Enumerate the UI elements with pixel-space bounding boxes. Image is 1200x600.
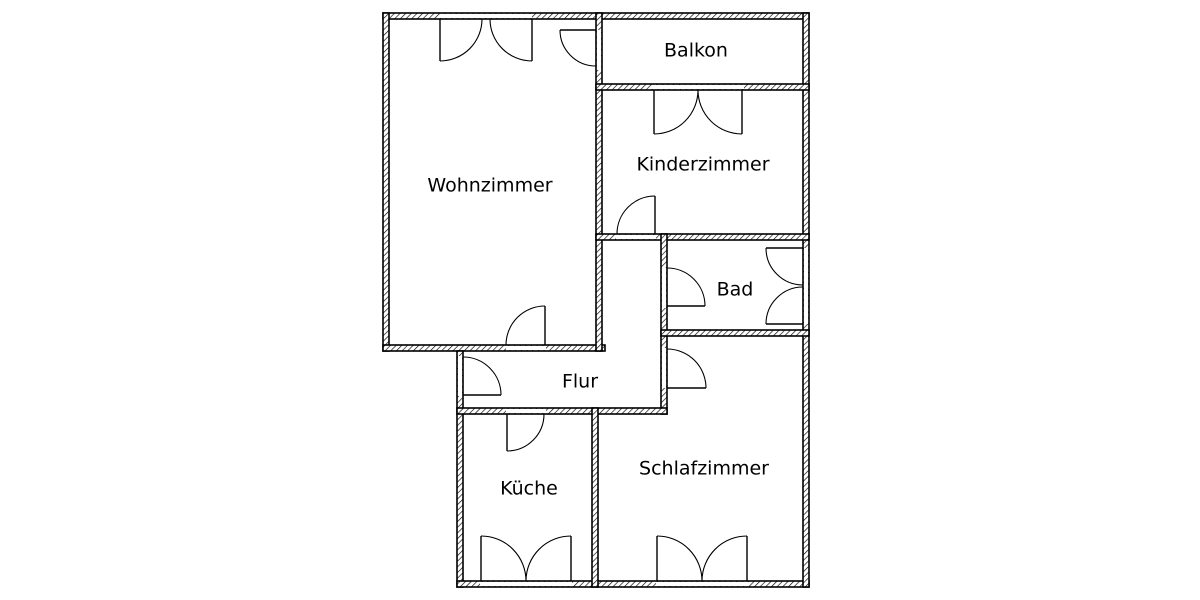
- wall-kueche-east: [591, 407, 599, 588]
- label-bad: Bad: [717, 279, 754, 301]
- door-wohnzimmer: [505, 305, 546, 346]
- room-labels: Balkon Wohnzimmer Kinderzimmer Bad Flur …: [427, 40, 769, 500]
- wall-bad-south: [660, 329, 810, 337]
- door-entrance: [462, 356, 502, 396]
- label-kinderzimmer: Kinderzimmer: [636, 154, 769, 176]
- wall-wohnzimmer-east: [595, 12, 603, 352]
- wall-kinderzimmer-south: [595, 233, 810, 241]
- wall-bottom-wohnzimmer: [382, 344, 606, 352]
- label-wohnzimmer: Wohnzimmer: [427, 175, 552, 197]
- doors: [439, 18, 804, 582]
- door-kueche-south: [480, 535, 572, 582]
- door-kinderzimmer-north: [653, 89, 743, 135]
- door-kinderzimmer: [616, 195, 656, 235]
- door-bad: [666, 267, 706, 307]
- wall-flur-south: [456, 407, 668, 415]
- label-schlafzimmer: Schlafzimmer: [639, 458, 769, 480]
- label-kueche: Küche: [500, 478, 558, 500]
- wall-openings: [440, 14, 808, 586]
- door-schlafzimmer: [666, 348, 707, 389]
- wall-left-wohnzimmer: [382, 12, 390, 352]
- door-wohnzimmer-north: [439, 18, 533, 62]
- label-flur: Flur: [562, 371, 598, 393]
- door-schlafzimmer-south: [656, 535, 748, 582]
- door-wohnzimmer-balkon: [559, 29, 597, 67]
- door-kueche: [506, 413, 545, 452]
- label-balkon: Balkon: [664, 40, 728, 62]
- door-bad-east: [765, 247, 804, 325]
